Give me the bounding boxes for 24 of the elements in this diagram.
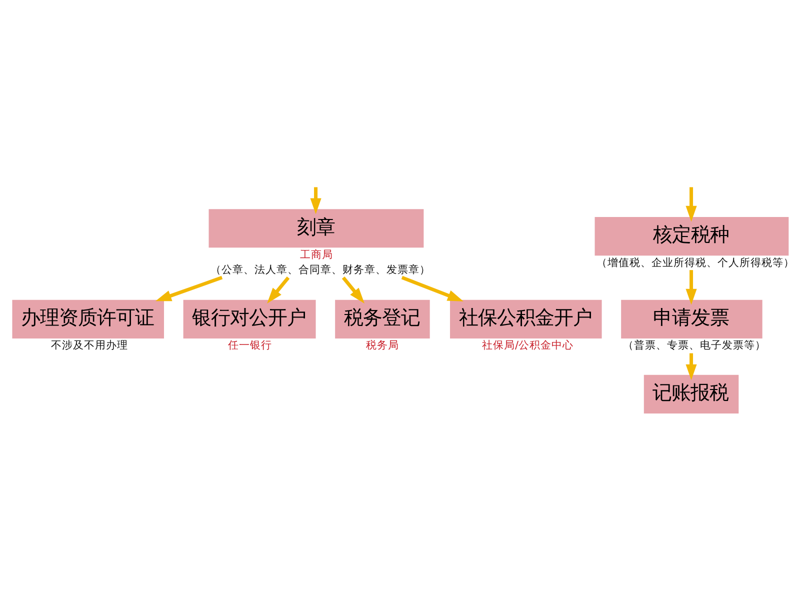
arrow: [342, 276, 364, 304]
node-box: 申请发票: [621, 300, 762, 338]
node-label: 税务局: [366, 340, 400, 352]
arrow: [156, 276, 223, 302]
arrow: [401, 276, 464, 302]
arrow: [267, 276, 290, 304]
node-box: 办理资质许可证: [12, 300, 164, 338]
node-label: 社保局/公积金中心: [482, 340, 574, 352]
arrow: [310, 187, 322, 214]
node-label: （普票、专票、电子发票等）: [622, 340, 766, 352]
node-box: 核定税种: [594, 216, 789, 256]
node-label: 任一银行: [228, 340, 272, 352]
node-box: 税务登记: [335, 300, 430, 338]
arrow: [686, 270, 697, 305]
arrow: [686, 353, 697, 380]
node-label: 不涉及不用办理: [50, 340, 128, 352]
node-label: （公章、法人章、合同章、财务章、发票章）: [210, 264, 430, 276]
node-box: 社保公积金开户: [450, 300, 602, 338]
node-label: 工商局: [300, 248, 333, 261]
node-box: 银行对公开户: [183, 300, 316, 338]
node-box: 刻章: [208, 209, 424, 248]
node-label: （增值税、企业所得税、个人所得税等）: [596, 256, 795, 269]
arrow: [686, 187, 697, 222]
node-box: 记账报税: [644, 374, 739, 414]
